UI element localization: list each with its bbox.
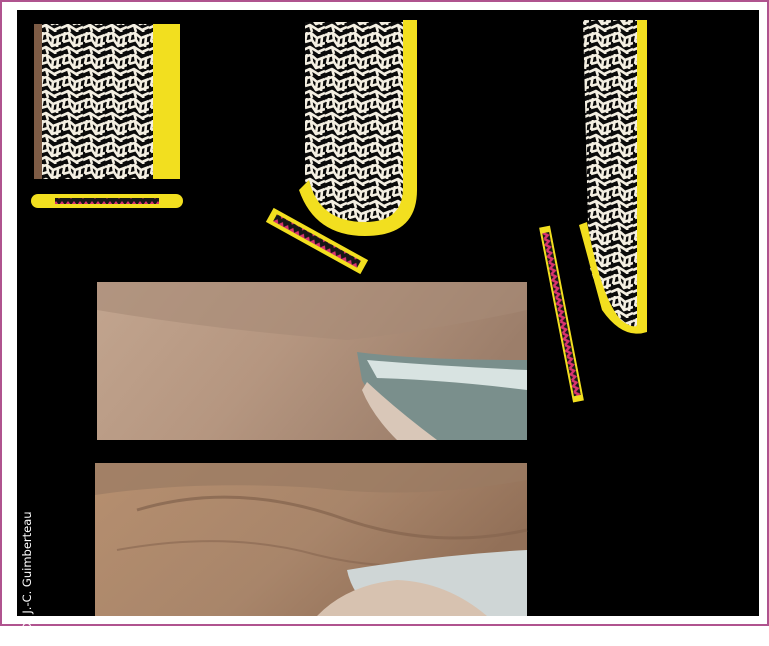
diagram-svg <box>17 10 759 616</box>
skin-photo-wrinkled <box>95 463 527 616</box>
sheath-layer <box>153 24 180 179</box>
tissue-block-straight <box>31 24 183 208</box>
mesh-structure <box>583 20 637 328</box>
core-stripe <box>55 198 159 204</box>
figure-canvas: © Dr J.-C. Guimberteau <box>17 10 759 616</box>
tissue-block-tapered <box>539 20 647 403</box>
core-stripe <box>542 232 581 396</box>
tissue-block-rounded <box>266 20 417 274</box>
mesh-structure <box>305 22 409 228</box>
surface-layer <box>34 24 42 179</box>
photo-credit: © Dr J.-C. Guimberteau <box>19 486 35 646</box>
mesh-structure <box>42 24 153 179</box>
skin-photo-smooth <box>97 282 527 440</box>
